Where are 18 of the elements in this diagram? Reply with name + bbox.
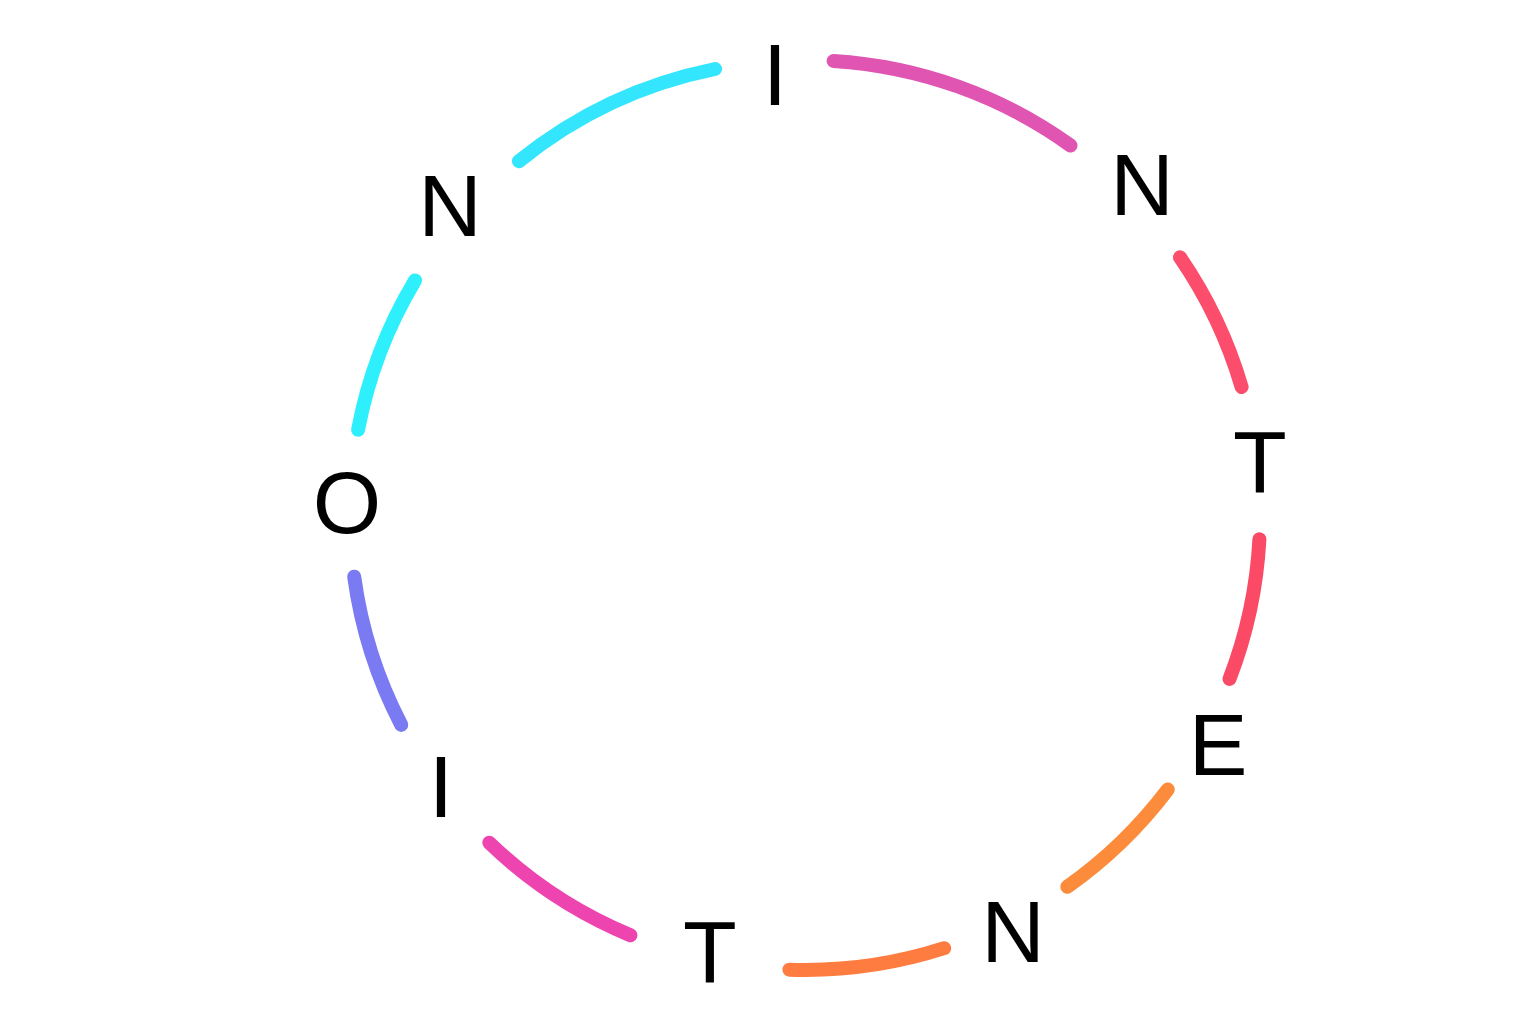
letter: T [1233, 429, 1287, 495]
arc-line [1060, 782, 1175, 894]
arc-line [826, 53, 1078, 153]
arc-line [1173, 250, 1249, 394]
arc-line [511, 62, 723, 169]
arc-line [1222, 532, 1267, 686]
letter: N [981, 899, 1045, 965]
letter: I [428, 754, 454, 820]
arc-line [351, 273, 423, 437]
letter: E [1188, 712, 1248, 778]
arc-line [782, 941, 952, 977]
letter: O [312, 470, 382, 536]
letter: N [418, 173, 482, 239]
letter: T [683, 919, 737, 985]
letter: I [762, 42, 788, 108]
arc-line [347, 569, 409, 732]
arc-line [482, 835, 638, 943]
letter: N [1110, 152, 1174, 218]
